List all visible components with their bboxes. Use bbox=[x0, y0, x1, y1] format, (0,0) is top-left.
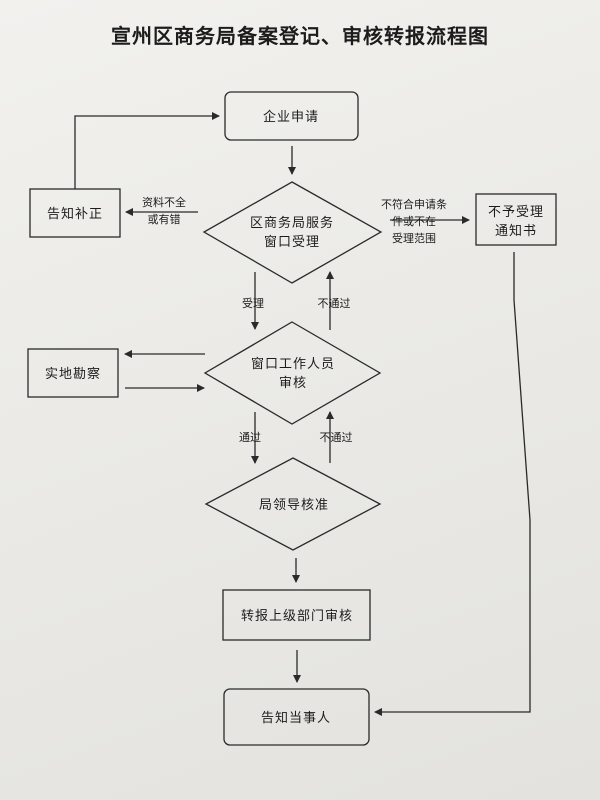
node-notify-label: 告知当事人 bbox=[261, 710, 331, 726]
arrow-correction-to-apply bbox=[74, 112, 220, 189]
edge-label-incomplete-2: 或有错 bbox=[148, 212, 181, 226]
node-forward-label: 转报上级部门审核 bbox=[241, 609, 353, 624]
edge-label-passed: 通过 bbox=[239, 431, 261, 444]
edge-label-not-passed-2: 不通过 bbox=[320, 431, 353, 444]
edge-label-incomplete-1: 资料不全 bbox=[142, 195, 186, 209]
node-reject-label-2: 通知书 bbox=[495, 223, 537, 239]
page-title: 宣州区商务局备案登记、审核转报流程图 bbox=[111, 24, 489, 48]
arrow-reject-to-notify bbox=[374, 252, 531, 716]
node-staff-review-label-1: 窗口工作人员 bbox=[251, 356, 335, 372]
node-window-accept: 区商务局服务 窗口受理 bbox=[202, 181, 383, 284]
node-reject-notice: 不予受理 通知书 bbox=[475, 193, 557, 246]
node-site-survey: 实地勘察 bbox=[27, 348, 119, 398]
edge-label-out-of-scope-3: 受理范围 bbox=[392, 231, 436, 245]
edge-label-out-of-scope-1: 不符合申请条 bbox=[381, 197, 447, 211]
node-apply: 企业申请 bbox=[224, 91, 359, 141]
node-staff-review: 窗口工作人员 审核 bbox=[203, 321, 382, 425]
node-staff-review-label-2: 审核 bbox=[279, 376, 307, 391]
node-leader-approve: 局领导核准 bbox=[204, 457, 382, 551]
node-site-survey-label: 实地勘察 bbox=[45, 367, 101, 382]
node-leader-approve-label: 局领导核准 bbox=[259, 498, 329, 513]
node-window-accept-label-1: 区商务局服务 bbox=[250, 215, 334, 231]
node-correction: 告知补正 bbox=[29, 188, 121, 238]
node-window-accept-label-2: 窗口受理 bbox=[264, 234, 320, 250]
edge-label-out-of-scope-2: 件或不在 bbox=[392, 215, 436, 228]
node-apply-label: 企业申请 bbox=[263, 109, 319, 125]
node-forward: 转报上级部门审核 bbox=[222, 589, 371, 641]
node-correction-label: 告知补正 bbox=[47, 206, 103, 222]
edge-label-accepted: 受理 bbox=[242, 297, 264, 310]
edge-label-not-passed-1: 不通过 bbox=[318, 297, 351, 310]
node-notify: 告知当事人 bbox=[223, 688, 370, 746]
node-reject-label-1: 不予受理 bbox=[488, 205, 544, 220]
